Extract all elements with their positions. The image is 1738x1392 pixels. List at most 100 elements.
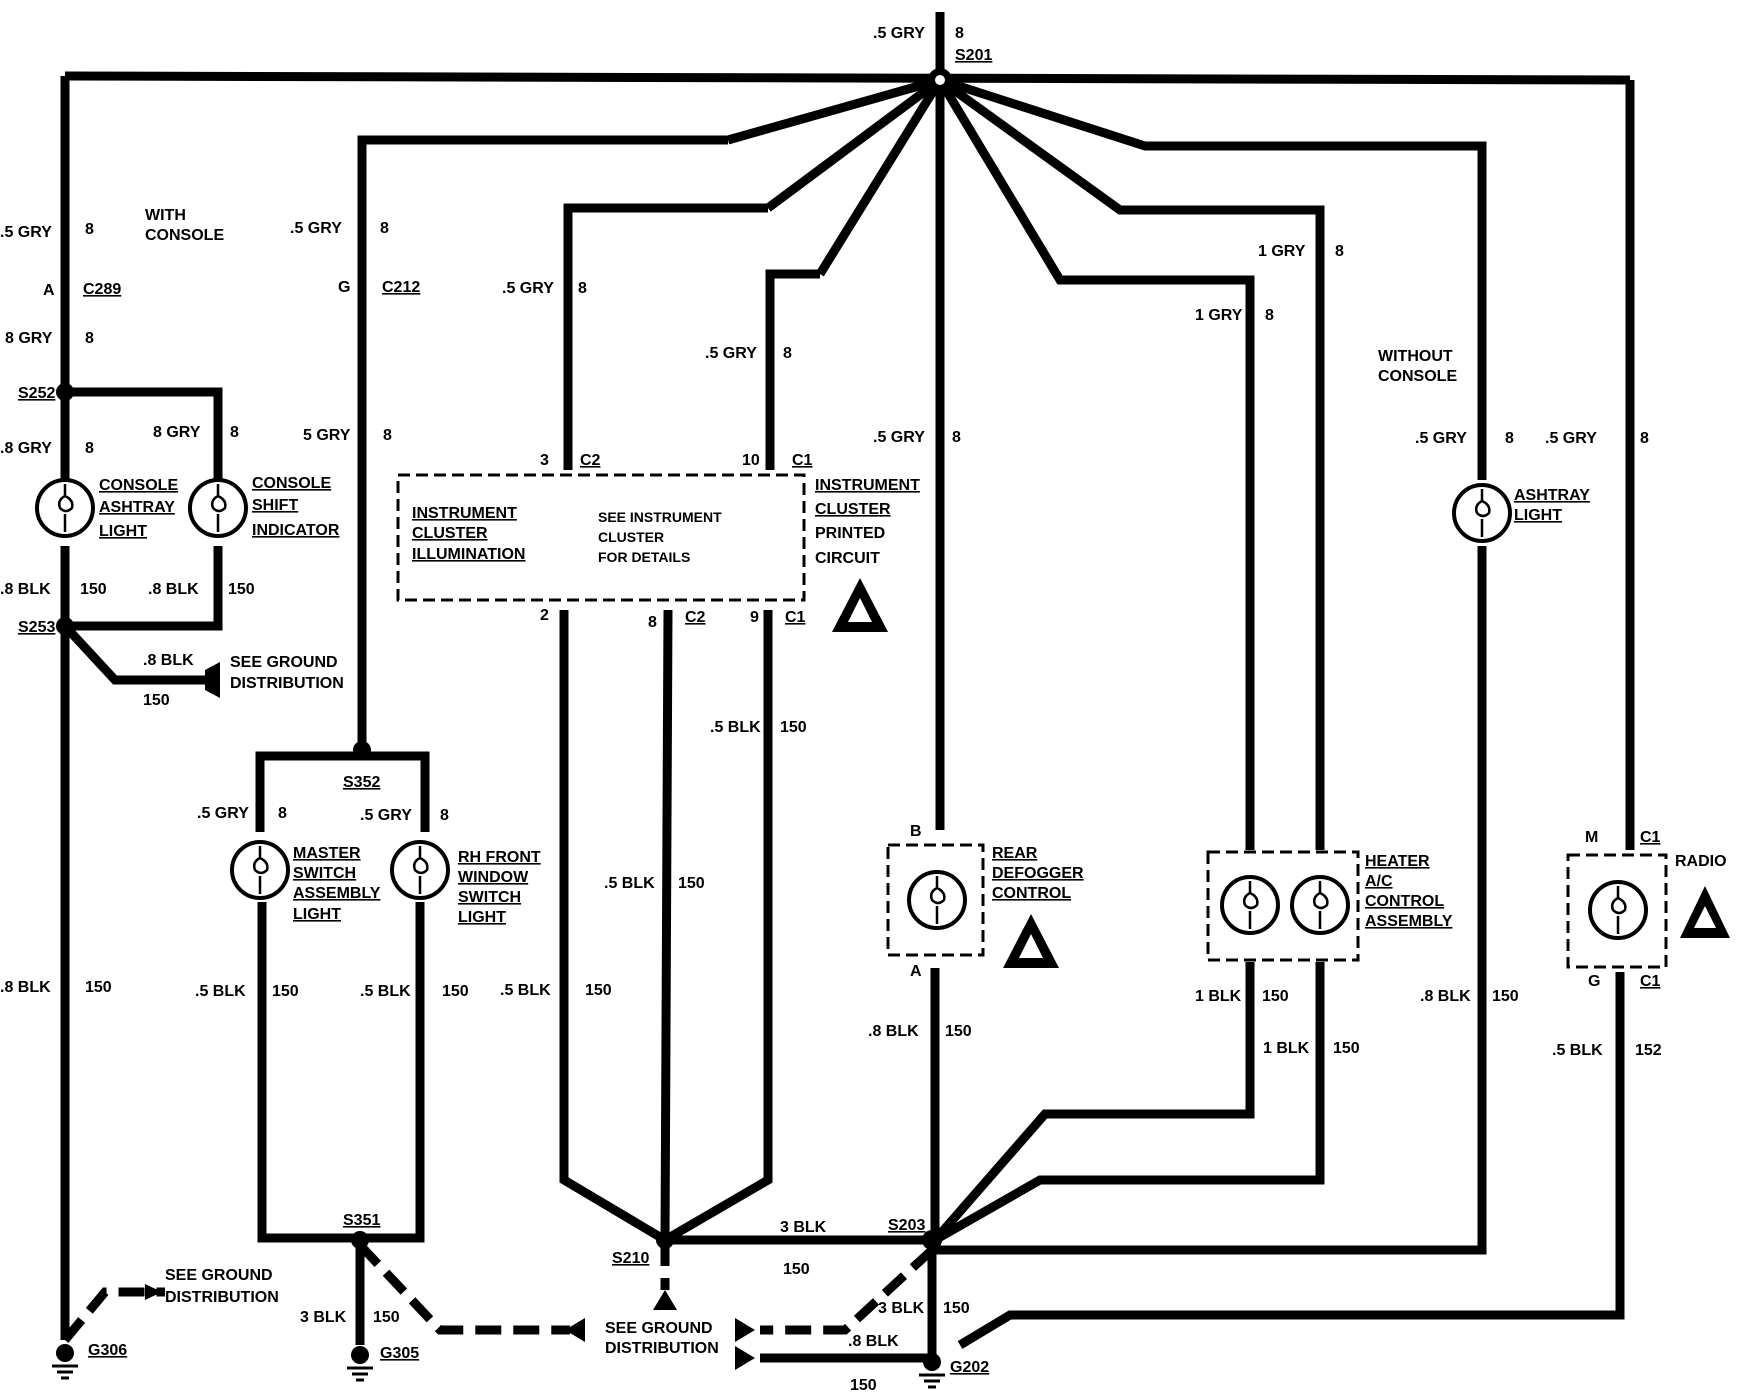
circuit-label: 150 bbox=[85, 979, 112, 996]
component-boxes bbox=[396, 473, 1668, 969]
ground-g202 bbox=[919, 1353, 945, 1389]
connector-pin: A bbox=[910, 963, 922, 980]
circuit-label: 150 bbox=[272, 983, 299, 1000]
bulb-heater-1 bbox=[1220, 875, 1280, 935]
splice-s203 bbox=[922, 1230, 942, 1250]
splice-s253 bbox=[56, 617, 74, 635]
wire-c2-top bbox=[563, 203, 768, 470]
wire-s203-ground-dist bbox=[760, 1246, 936, 1335]
circuit-label: 8 bbox=[230, 424, 239, 441]
circuit-label: 150 bbox=[780, 719, 807, 736]
svg-text:LIGHT: LIGHT bbox=[99, 523, 147, 540]
heater-label: HEATER bbox=[1365, 853, 1430, 870]
svg-text:DEFOGGER: DEFOGGER bbox=[992, 865, 1084, 882]
with-console-label: WITH bbox=[145, 207, 186, 224]
wire-label: .8 BLK bbox=[143, 652, 194, 669]
connector-label-c1: C1 bbox=[1640, 829, 1661, 846]
circuit-label: 8 bbox=[85, 440, 94, 457]
connector-pin: 2 bbox=[540, 607, 549, 624]
svg-text:DISTRIBUTION: DISTRIBUTION bbox=[165, 1289, 279, 1306]
ground-g306 bbox=[52, 1344, 78, 1380]
svg-text:SWITCH: SWITCH bbox=[458, 889, 521, 906]
wire-g306-ground-dist bbox=[61, 1287, 165, 1343]
splice-label-s203: S203 bbox=[888, 1217, 925, 1234]
heater-box bbox=[1206, 850, 1360, 962]
circuit-label: 8 bbox=[383, 427, 392, 444]
connector-label-c1: C1 bbox=[1640, 973, 1661, 990]
svg-text:CONSOLE: CONSOLE bbox=[1378, 368, 1457, 385]
wire-label: .5 GRY bbox=[197, 805, 249, 822]
circuit-label: 150 bbox=[585, 982, 612, 999]
connector-pin: G bbox=[338, 279, 350, 296]
connector-label-c212: C212 bbox=[382, 279, 420, 296]
circuit-label: 8 bbox=[783, 345, 792, 362]
arrow-ground-g202 bbox=[735, 1346, 755, 1370]
labels: .5 GRY 8 S201 .5 GRY 8 WITH CONSOLE A C2… bbox=[0, 25, 1727, 1392]
bulb-radio bbox=[1588, 880, 1648, 940]
wire-switch-blk bbox=[257, 902, 425, 1243]
connector-pin: M bbox=[1585, 829, 1598, 846]
circuit-label: 150 bbox=[373, 1309, 400, 1326]
circuit-label: 8 bbox=[1640, 430, 1649, 447]
circuit-label: 150 bbox=[80, 581, 107, 598]
radio-box bbox=[1566, 853, 1668, 969]
wire-c2-pin2 bbox=[559, 610, 668, 1244]
connector-label-c2: C2 bbox=[580, 452, 601, 469]
wire-s201-c2 bbox=[765, 76, 943, 212]
wire-heater-2 bbox=[937, 76, 1325, 850]
ashtray-light-label: ASHTRAY bbox=[1514, 487, 1590, 504]
arrow-ground-s210 bbox=[653, 1290, 677, 1310]
ground-label-g306: G306 bbox=[88, 1342, 127, 1359]
splice-label-s210: S210 bbox=[612, 1250, 649, 1267]
console-ashtray-label: CONSOLE bbox=[99, 477, 178, 494]
svg-text:CLUSTER: CLUSTER bbox=[412, 525, 488, 542]
circuit-label: 8 bbox=[85, 330, 94, 347]
ground-arrows bbox=[145, 662, 755, 1370]
connector-pin: B bbox=[910, 823, 922, 840]
wire-radio-blk bbox=[957, 972, 1625, 1349]
wire-c2-pin8 bbox=[660, 609, 673, 1241]
bulb-console-shift bbox=[188, 478, 248, 538]
ground-label-g202: G202 bbox=[950, 1359, 989, 1376]
svg-text:CONTROL: CONTROL bbox=[992, 885, 1071, 902]
console-shift-label: CONSOLE bbox=[252, 475, 331, 492]
circuit-label: 8 bbox=[278, 805, 287, 822]
circuit-label: 8 bbox=[380, 220, 389, 237]
wire-heater-blk1 bbox=[931, 962, 1255, 1243]
svg-text:A/C: A/C bbox=[1365, 873, 1393, 890]
wire-label: .5 GRY bbox=[873, 429, 925, 446]
ground-g305 bbox=[347, 1346, 373, 1382]
svg-text:CLUSTER: CLUSTER bbox=[598, 529, 664, 545]
wire-label: 8 GRY bbox=[5, 330, 53, 347]
wire-heater-1 bbox=[936, 77, 1255, 850]
wire-label: .5 GRY bbox=[705, 345, 757, 362]
wire-label: .5 BLK bbox=[195, 983, 246, 1000]
wire-c212 bbox=[357, 135, 728, 750]
circuit-label: 150 bbox=[943, 1300, 970, 1317]
svg-text:SHIFT: SHIFT bbox=[252, 497, 298, 514]
wire-label: .5 GRY bbox=[1415, 430, 1467, 447]
wire-label: .8 BLK bbox=[0, 581, 51, 598]
wire-label: 1 GRY bbox=[1258, 243, 1306, 260]
wire-label: 1 GRY bbox=[1195, 307, 1243, 324]
see-ground-label: SEE GROUND bbox=[230, 654, 338, 671]
ic-illumination-label: INSTRUMENT bbox=[412, 505, 517, 522]
svg-text:CONSOLE: CONSOLE bbox=[145, 227, 224, 244]
connector-pin: 10 bbox=[742, 452, 760, 469]
svg-text:SWITCH: SWITCH bbox=[293, 865, 356, 882]
svg-text:DISTRIBUTION: DISTRIBUTION bbox=[605, 1340, 719, 1357]
svg-text:CIRCUIT: CIRCUIT bbox=[815, 550, 880, 567]
splice-label-s252: S252 bbox=[18, 385, 55, 402]
wire-label: 3 BLK bbox=[300, 1309, 347, 1326]
wire-shift-blk bbox=[65, 546, 223, 631]
bulbs bbox=[35, 478, 1648, 940]
without-console-label: WITHOUT bbox=[1378, 348, 1453, 365]
wire-label: 1 BLK bbox=[1195, 988, 1242, 1005]
connector-pin: 8 bbox=[648, 614, 657, 631]
esd-icon bbox=[1680, 886, 1730, 938]
splice-s252 bbox=[56, 383, 74, 401]
svg-text:LIGHT: LIGHT bbox=[458, 909, 506, 926]
wire-label: 3 BLK bbox=[780, 1219, 827, 1236]
